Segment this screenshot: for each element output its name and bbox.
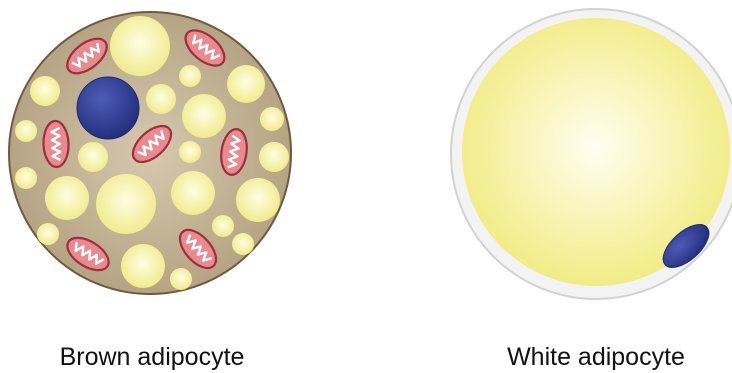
lipid-droplet [227,65,265,103]
lipid-droplet [146,84,176,114]
lipid-droplet [78,142,108,172]
lipid-droplet [236,178,280,222]
lipid-droplet [259,142,289,172]
lipid-droplet [170,268,192,290]
mitochondrion [43,121,70,168]
lipid-droplet [15,120,37,142]
lipid-droplet [30,76,60,106]
white-adipocyte [451,9,732,299]
lipid-droplet [45,176,89,220]
lipid-droplet [182,94,226,138]
lipid-droplet [260,107,284,131]
lipid-droplet [232,233,254,255]
lipid-droplet [179,65,201,87]
white-adipocyte-label: White adipocyte [507,343,685,372]
lipid-droplet [212,215,234,237]
lipid-droplet [37,223,59,245]
brown-adipocyte-label: Brown adipocyte [60,343,245,372]
lipid-droplet [96,174,156,234]
lipid-droplet [110,16,170,76]
lipid-droplet [121,244,165,288]
lipid-droplet [15,167,37,189]
lipid-droplet [179,141,201,163]
lipid-droplet [171,171,215,215]
brown-nucleus [77,77,139,139]
brown-adipocyte [9,12,291,294]
